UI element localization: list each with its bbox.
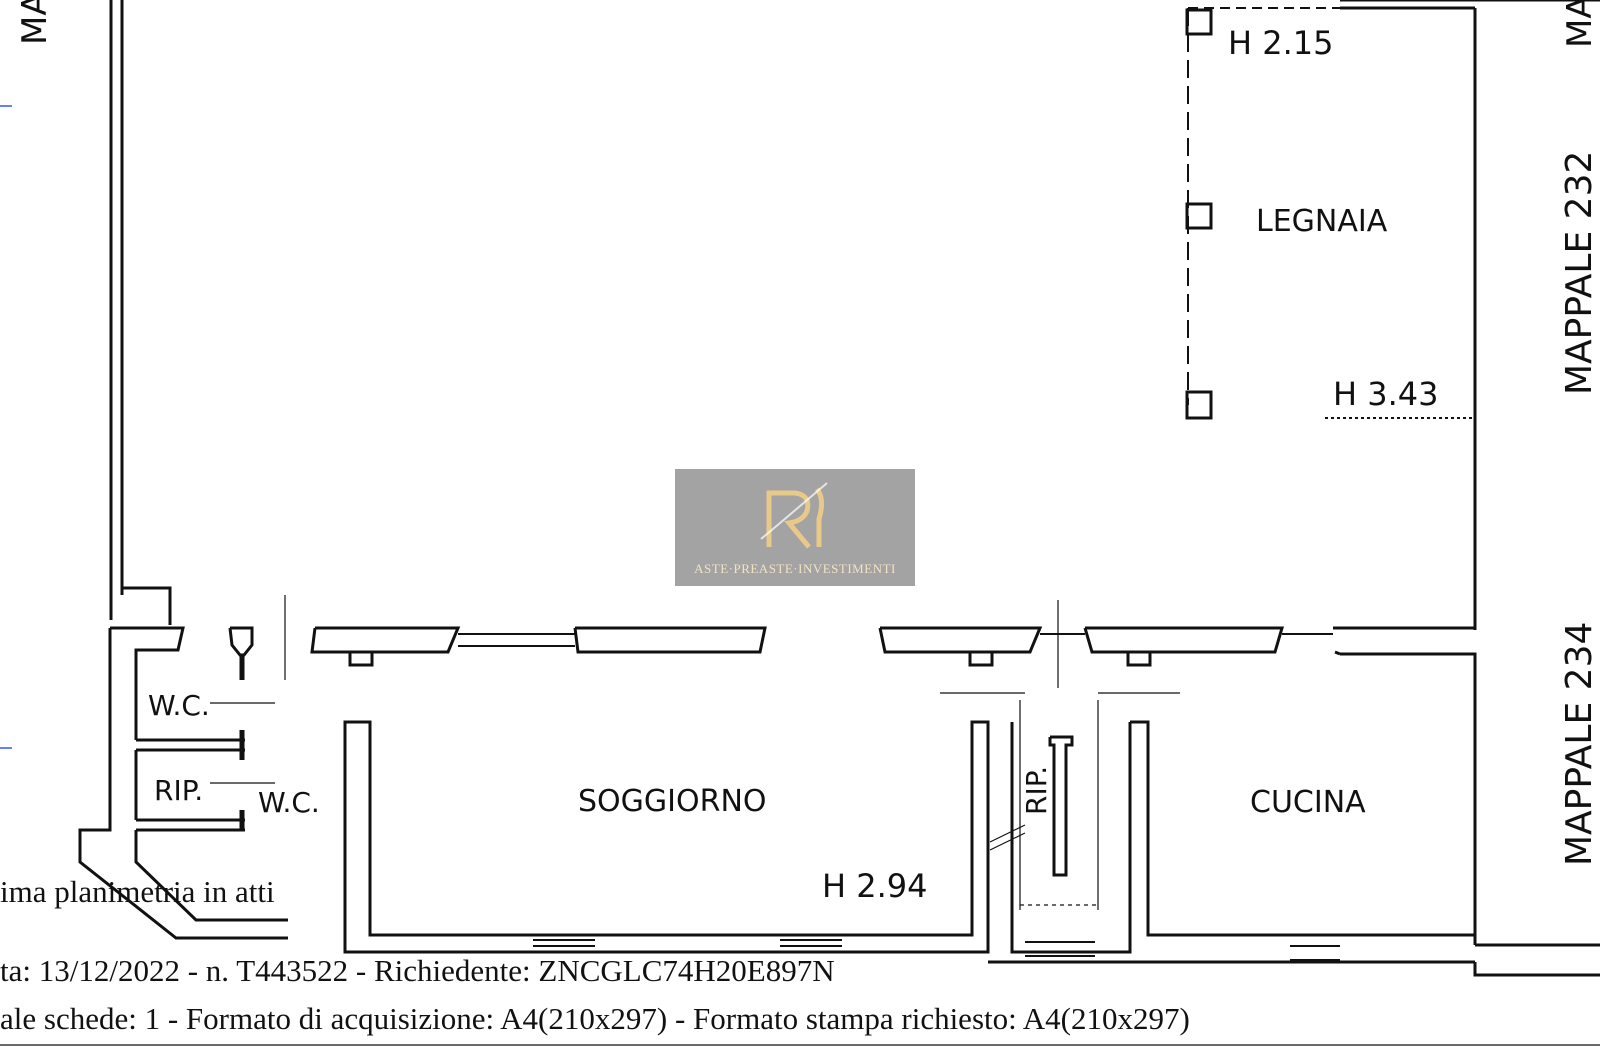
room-label-legnaia: LEGNAIA [1256,204,1388,239]
soggiorno-walls [343,720,990,954]
parcel-label-top-left: MA [15,0,55,45]
height-label-343: H 3.43 [1333,375,1438,413]
pillar [1185,390,1213,420]
room-label-rip-center: RIP. [1020,766,1053,815]
room-label-soggiorno: SOGGIORNO [578,784,767,819]
watermark: ASTE·PREASTE·INVESTIMENTI [675,469,915,586]
room-label-cucina: CUCINA [1250,785,1366,820]
chimney-block [120,586,172,625]
height-label-294: H 2.94 [822,867,927,905]
watermark-caption: ASTE·PREASTE·INVESTIMENTI [694,561,896,576]
footer-line-2: ta: 13/12/2022 - n. T443522 - Richiedent… [0,953,835,988]
room-label-rip-left: RIP. [154,774,203,807]
height-label-215: H 2.15 [1228,24,1333,62]
ri-monogram-logo [760,482,828,549]
stair-rail [1048,735,1074,877]
wc-fixture [228,626,254,657]
cucina-walls [1130,720,1475,937]
parcel-label-top-right: MA [1560,0,1600,48]
parcel-label-mappale-232: MAPPALE 232 [1559,151,1600,395]
parcel-label-mappale-234: MAPPALE 234 [1559,622,1600,866]
room-label-wc-lower: W.C. [258,786,320,819]
diagonal-wall [78,628,288,940]
pillar [1185,8,1213,36]
footer-line-1: ima planimetria in atti [0,874,275,909]
footer-line-3: ale schede: 1 - Formato di acquisizione:… [0,1001,1190,1036]
room-label-wc-upper: W.C. [148,689,210,722]
pillar [1185,202,1213,230]
wc-upper-wall [110,626,185,740]
